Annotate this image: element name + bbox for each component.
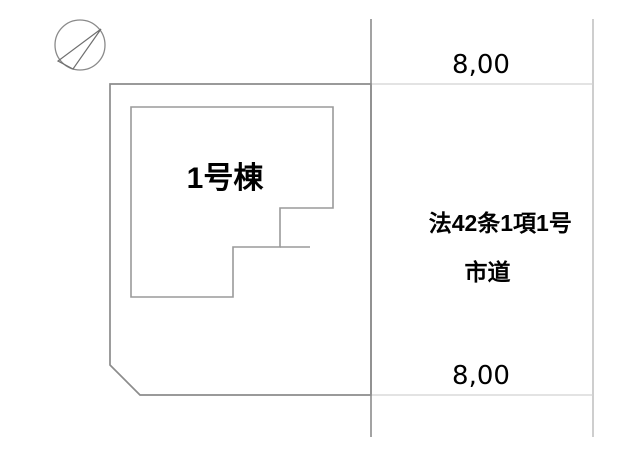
road-width-dimension-top: 8,00 (452, 50, 510, 80)
road-designation-label: 法42条1項1号 市道 (390, 186, 585, 335)
compass-circle-icon (54, 19, 106, 71)
compass-north-needle-icon (56, 28, 102, 70)
building-footprint-outline (130, 106, 334, 298)
road-designation-line2: 市道 (464, 259, 511, 286)
compass-rose-icon (54, 19, 106, 71)
building-name-label: 1号棟 (186, 162, 264, 195)
road-designation-line1: 法42条1項1号 (428, 209, 572, 236)
road-width-dimension-bottom: 8,00 (452, 361, 510, 391)
lot-boundary-outline (109, 83, 372, 396)
